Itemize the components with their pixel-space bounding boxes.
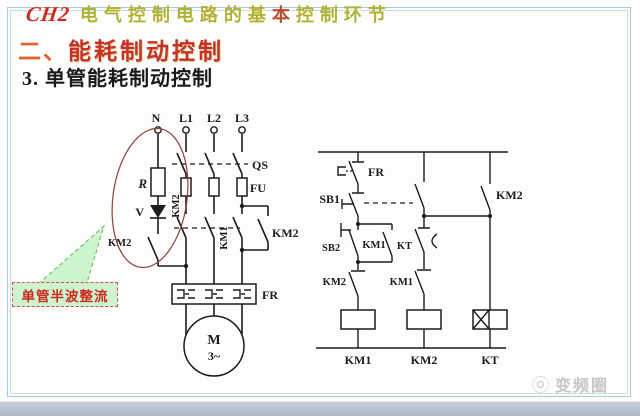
callout-label: 单管半波整流 bbox=[21, 288, 109, 304]
coil-km2 bbox=[406, 309, 442, 330]
branch-km1: FR SB1 SB2 KM1 KM2 KM1 bbox=[319, 152, 413, 367]
main-circuit-diagram: N L1 L2 L3 R V KM2 QS bbox=[108, 111, 299, 377]
branch-kt: KM2 KT bbox=[472, 152, 523, 367]
km2-brake-contact bbox=[147, 236, 159, 261]
section-title: 能耗制动控制 bbox=[68, 39, 224, 64]
label-n: N bbox=[152, 111, 161, 125]
label-km2-top: KM2 bbox=[496, 188, 523, 202]
rectifier-branch: R V KM2 bbox=[108, 134, 186, 267]
label-fu: FU bbox=[250, 181, 266, 195]
bottom-bar bbox=[0, 401, 640, 416]
km1-main-contacts: KM2 KM1 bbox=[171, 194, 243, 284]
label-km2-brake: KM2 bbox=[108, 238, 131, 249]
label-sb1: SB1 bbox=[319, 192, 340, 206]
label-l3: L3 bbox=[235, 111, 249, 125]
watermark-logo-icon bbox=[532, 375, 549, 393]
terminal-l1 bbox=[182, 126, 190, 134]
callout-box: 单管半波整流 bbox=[12, 282, 118, 307]
terminal-n bbox=[154, 126, 162, 134]
label-km1-latch: KM1 bbox=[362, 240, 385, 251]
label-km1-vertical: KM1 bbox=[219, 226, 230, 249]
label-motor: M bbox=[207, 333, 220, 348]
label-fr-control: FR bbox=[368, 165, 384, 179]
terminal-l3 bbox=[238, 126, 246, 134]
label-km2-right: KM2 bbox=[272, 226, 299, 240]
course-code: CH2 bbox=[24, 2, 72, 26]
label-coil-km2: KM2 bbox=[411, 353, 438, 367]
terminal-l2 bbox=[210, 126, 218, 134]
header-title-seg3: 控制环节 bbox=[295, 5, 392, 25]
label-coil-kt: KT bbox=[481, 353, 498, 367]
branch-km2: KT KM1 KM2 bbox=[390, 152, 490, 367]
label-fr-main: FR bbox=[262, 288, 278, 302]
label-km1-interlock: KM1 bbox=[390, 277, 413, 288]
label-km2-interlock: KM2 bbox=[323, 277, 346, 288]
callout-wedge bbox=[34, 224, 105, 287]
watermark: 变频圈 bbox=[532, 372, 609, 396]
fuse-group: FU bbox=[180, 177, 266, 197]
label-qs: QS bbox=[252, 158, 268, 172]
coil-kt bbox=[472, 309, 508, 330]
highlight-ellipse bbox=[111, 127, 189, 269]
label-r: R bbox=[137, 176, 147, 191]
header-title-seg1: 电气控制电路的基 bbox=[79, 5, 272, 25]
label-l2: L2 bbox=[207, 111, 221, 125]
motor: M 3~ bbox=[183, 304, 245, 377]
resistor-R bbox=[150, 167, 166, 197]
qs-switch: QS bbox=[172, 134, 268, 178]
label-sb2: SB2 bbox=[322, 243, 340, 254]
label-motor-phases: 3~ bbox=[208, 349, 221, 363]
label-coil-km1: KM1 bbox=[345, 353, 372, 367]
control-circuit-diagram: FR SB1 SB2 KM1 KM2 KM1 KT bbox=[316, 151, 523, 367]
diode-V bbox=[150, 205, 166, 218]
section-heading: 二、能耗制动控制 bbox=[18, 32, 224, 66]
section-number: 二、 bbox=[18, 39, 68, 64]
watermark-text: 变频圈 bbox=[555, 378, 610, 395]
km2-right-contact: KM2 bbox=[242, 205, 299, 251]
label-l1: L1 bbox=[179, 111, 193, 125]
header-title-seg2: 本 bbox=[271, 5, 296, 25]
slide-header: CH2 电气控制电路的基本控制环节 bbox=[24, 1, 392, 27]
subsection-heading: 3. 单管能耗制动控制 bbox=[22, 68, 213, 90]
label-km2-vertical: KM2 bbox=[171, 194, 182, 217]
label-v: V bbox=[135, 205, 144, 219]
fr-thermal-relay: FR bbox=[171, 283, 278, 305]
label-kt-contact: KT bbox=[397, 241, 412, 252]
coil-km1 bbox=[340, 309, 376, 330]
